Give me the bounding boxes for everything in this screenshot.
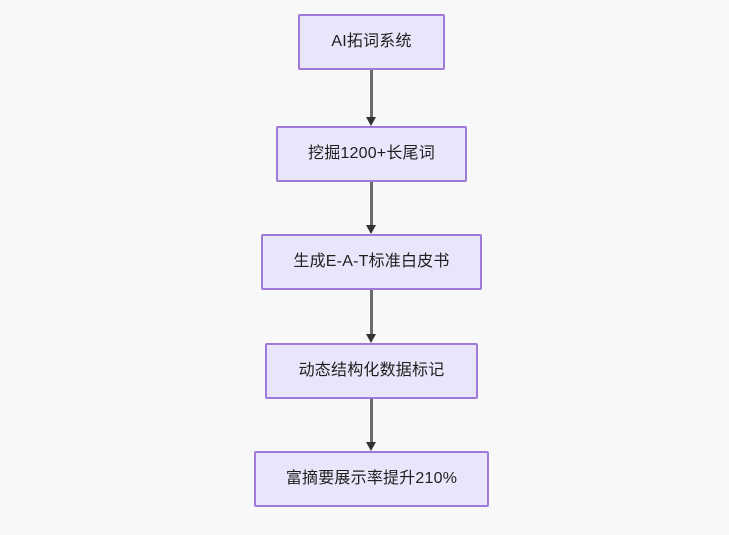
flow-node-label: 挖掘1200+长尾词	[308, 145, 435, 163]
flow-node-label: AI拓词系统	[331, 33, 412, 51]
flow-node-3[interactable]: 生成E-A-T标准白皮书	[261, 234, 482, 290]
flow-node-label: 动态结构化数据标记	[298, 362, 445, 380]
arrowhead-icon	[365, 117, 376, 126]
flow-node-1[interactable]: AI拓词系统	[298, 14, 445, 70]
edge-line-icon	[369, 70, 373, 118]
flow-node-5[interactable]: 富摘要展示率提升210%	[254, 451, 489, 507]
arrowhead-icon	[365, 334, 376, 343]
edge-line-icon	[369, 290, 373, 335]
flow-node-label: 富摘要展示率提升210%	[285, 470, 458, 488]
arrowhead-icon	[365, 225, 376, 234]
edge-line-icon	[369, 399, 373, 443]
flow-node-label: 生成E-A-T标准白皮书	[293, 253, 450, 271]
flow-node-4[interactable]: 动态结构化数据标记	[265, 343, 478, 399]
arrowhead-icon	[365, 442, 376, 451]
flow-node-2[interactable]: 挖掘1200+长尾词	[276, 126, 467, 182]
edge-line-icon	[369, 182, 373, 226]
